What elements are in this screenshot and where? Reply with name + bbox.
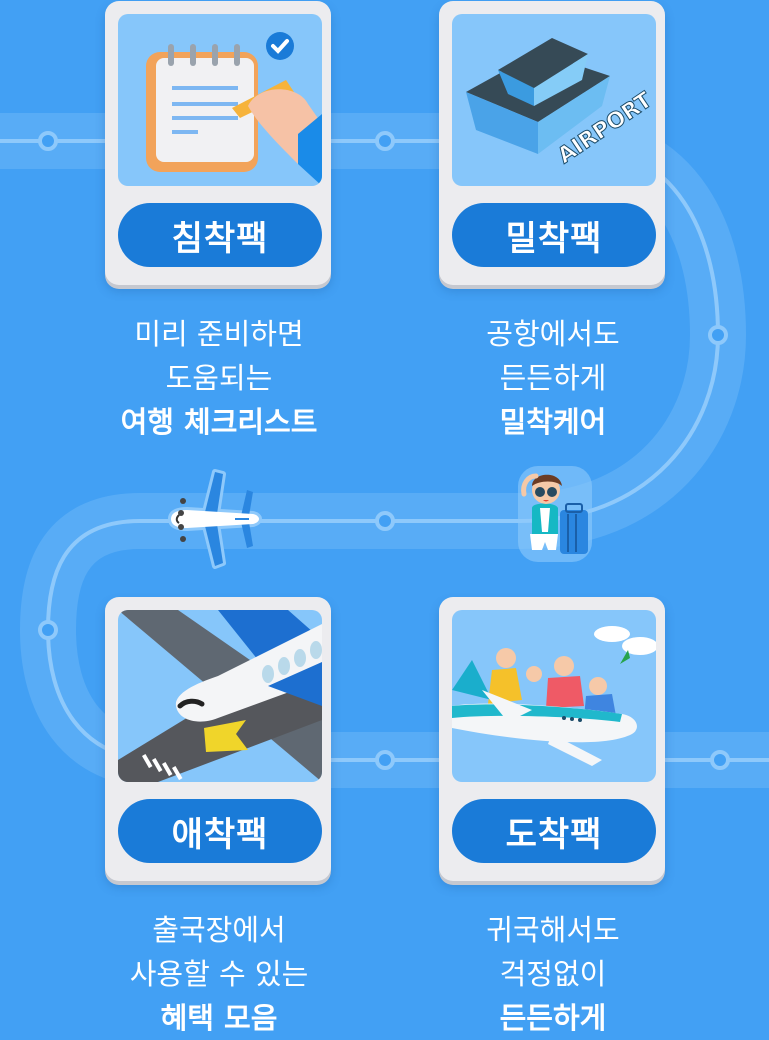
airport-building-icon: AIRPORT	[452, 14, 656, 186]
aechakpack-button[interactable]: 애착팩	[118, 799, 322, 863]
step-description-3: 출국장에서 사용할 수 있는 혜택 모음	[69, 908, 369, 1040]
step-card-aechakpack[interactable]: 애착팩	[105, 597, 331, 881]
desc-line: 공항에서도	[486, 317, 620, 351]
desc-highlight: 든든하게	[499, 1001, 607, 1035]
desc-line: 귀국해서도	[486, 913, 620, 947]
desc-line: 도움되는	[165, 361, 273, 395]
desc-line: 미리 준비하면	[134, 317, 304, 351]
airplane-runway-icon	[118, 610, 322, 782]
happy-travelers-plane-icon	[452, 610, 656, 782]
milchakpack-button[interactable]: 밀착팩	[452, 203, 656, 267]
track-nodes	[38, 131, 730, 770]
dochakpack-button[interactable]: 도착팩	[452, 799, 656, 863]
desc-highlight: 여행 체크리스트	[120, 405, 318, 439]
desc-line: 든든하게	[499, 361, 607, 395]
airplane-icon	[168, 469, 262, 569]
desc-line: 걱정없이	[499, 957, 607, 991]
step-card-dochakpack[interactable]: 도착팩	[439, 597, 665, 881]
step-description-4: 귀국해서도 걱정없이 든든하게	[403, 908, 703, 1040]
desc-highlight: 밀착케어	[499, 405, 607, 439]
desc-highlight: 혜택 모음	[160, 1001, 278, 1035]
notepad-checklist-icon	[118, 14, 322, 186]
chimchakpack-button[interactable]: 침착팩	[118, 203, 322, 267]
traveler-with-suitcase-icon	[518, 466, 592, 562]
desc-line: 사용할 수 있는	[129, 957, 309, 991]
step-card-milchakpack[interactable]: AIRPORT 밀착팩	[439, 1, 665, 285]
step-description-1: 미리 준비하면 도움되는 여행 체크리스트	[69, 312, 369, 444]
step-card-chimchakpack[interactable]: 침착팩	[105, 1, 331, 285]
step-description-2: 공항에서도 든든하게 밀착케어	[403, 312, 703, 444]
desc-line: 출국장에서	[152, 913, 286, 947]
